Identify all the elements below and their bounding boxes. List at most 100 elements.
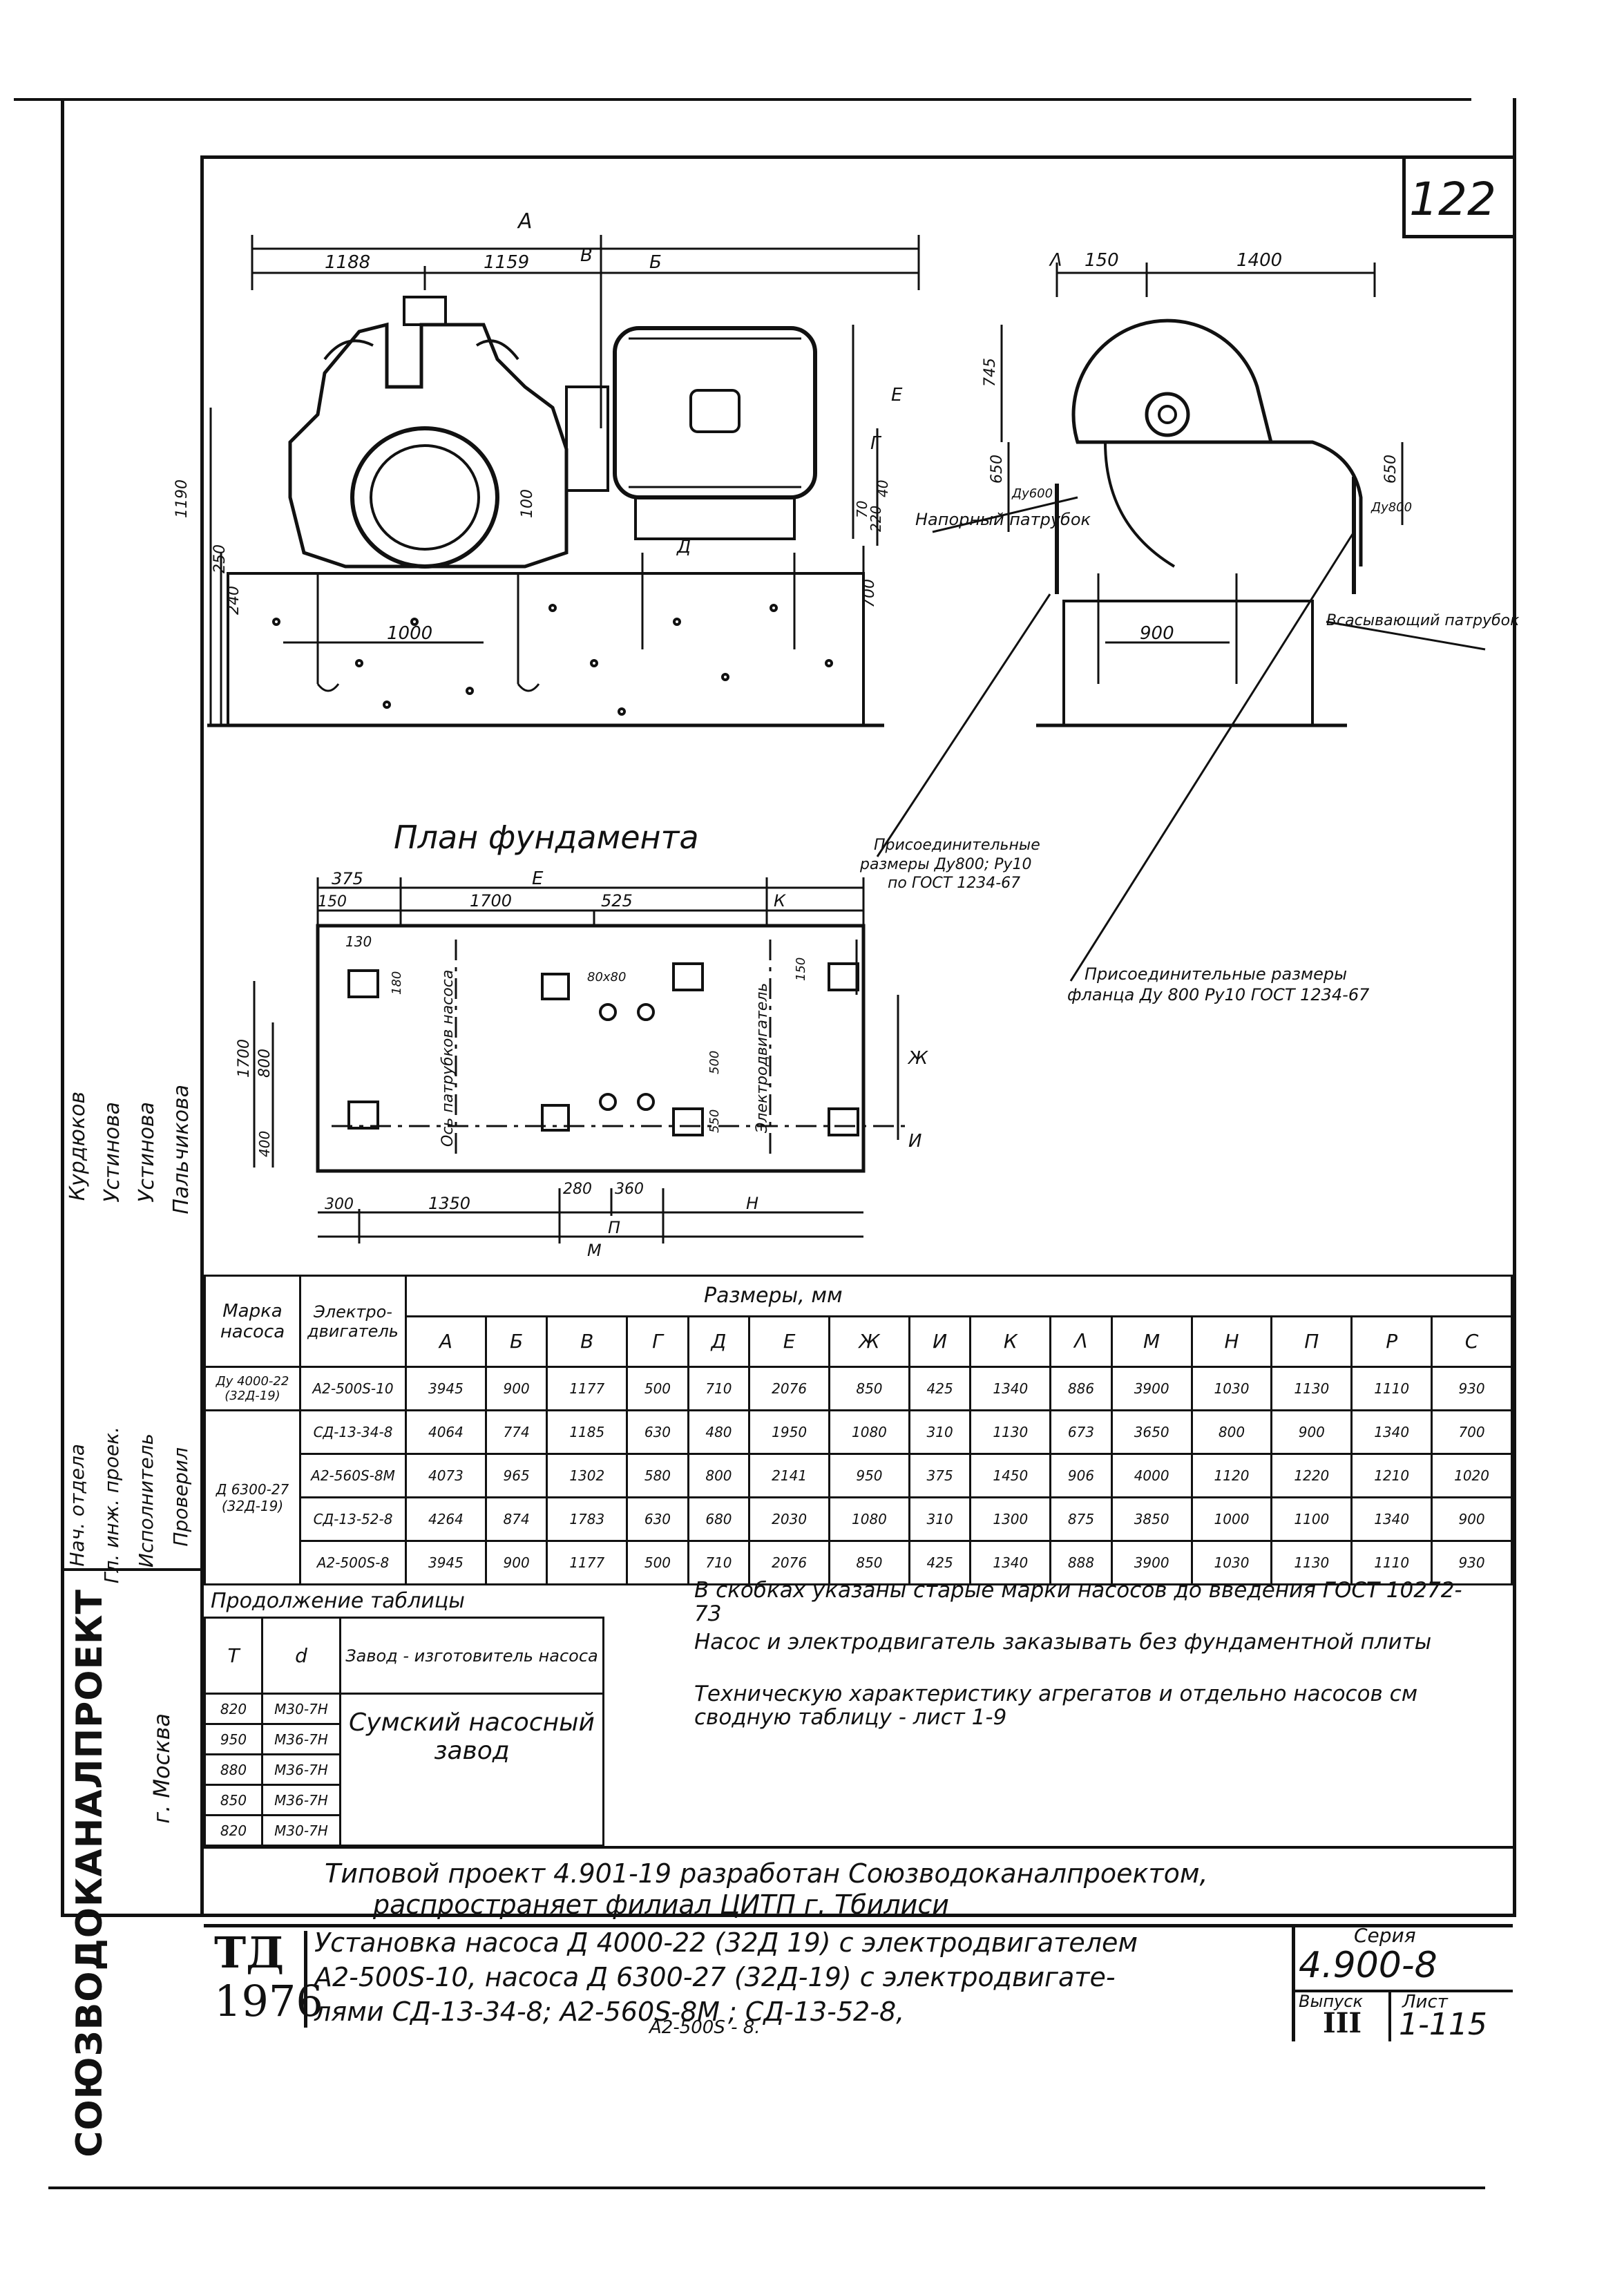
left-frame-line [61,98,64,1915]
bottom-page-line [48,2187,1485,2189]
project-note-line2: распространяет филиал ЦИТП г. Тбилиси [373,1889,949,1920]
dim-1159: 1159 [484,252,529,273]
cell: 850 [204,1784,263,1816]
cell: 820 [204,1693,263,1725]
cell: 4073 [405,1453,487,1499]
cell: 774 [484,1409,548,1456]
series-label: Серия [1354,1924,1416,1947]
pump-axis-label: Ось патрубков насоса [439,970,457,1147]
cell: М30-7Н [261,1693,341,1725]
right-frame-line [1513,98,1516,1915]
cell: 1220 [1270,1453,1353,1499]
name-4: Пальчикова [169,1085,193,1214]
cell: 874 [484,1496,548,1542]
cell: 1130 [969,1409,1052,1456]
cell: 1177 [546,1366,629,1412]
plan-dim-1700v: 1700 [236,1039,253,1078]
cell: 710 [687,1366,751,1412]
col-d: d [261,1617,341,1695]
dim-a: A [517,209,533,234]
cell: 480 [687,1409,751,1456]
letter-i: И [908,1315,972,1369]
cell: 1340 [969,1366,1052,1412]
plan-dim-400: 400 [256,1131,273,1157]
col-motor-header: Электро-двигатель [299,1274,407,1369]
cell: 800 [687,1453,751,1499]
cell: 1210 [1350,1453,1433,1499]
dim-650-a: 650 [988,455,1006,484]
project-note-line1: Типовой проект 4.901-19 разработан Союзв… [325,1858,1208,1889]
motor-cell: СД-13-34-8 [299,1409,407,1456]
year: 1976 [214,1976,323,2026]
cell: 1340 [969,1540,1052,1585]
col-pump-header: Марка насоса [204,1274,301,1369]
dim-40: 40 [875,480,891,497]
plan-dim-n: Н [746,1194,758,1213]
note-2: Насос и электродвигатель заказывать без … [694,1630,1432,1655]
cell: 1340 [1350,1496,1433,1542]
dim-220: 220 [868,506,884,532]
name-3: Устинова [135,1102,159,1203]
dim-g: Г [870,433,882,454]
conn1-line2: размеры Ду800; Ру10 [859,856,1032,873]
plan-dim-525: 525 [601,891,633,911]
series-divider [1292,1990,1513,1992]
sheet-value: 1-115 [1399,2007,1487,2042]
dim-250: 250 [211,544,229,573]
cell: 1302 [546,1453,629,1499]
cell: 3900 [1110,1540,1193,1585]
city: г. Москва [149,1713,175,1824]
table-row: 950 М36-7Н [204,1723,604,1755]
plan-dim-80x80: 80х80 [587,970,626,984]
conn2-line1: Присоединительные размеры [1085,964,1347,984]
dim-du800: Ду800 [1370,500,1412,515]
cell: 875 [1049,1496,1113,1542]
cell: 1130 [1270,1540,1353,1585]
role-3: Исполнитель [135,1433,157,1568]
cell: 4064 [405,1409,487,1456]
cell: М36-7Н [261,1753,341,1786]
letter-e: Е [748,1315,831,1369]
role-2: Гл. инж. проек. [100,1427,123,1584]
letter-m: М [1110,1315,1193,1369]
continuation-table: Т d Завод - изготовитель насоса 820 М30-… [204,1617,604,1847]
plan-dim-375: 375 [332,869,363,888]
dim-b: Б [649,252,662,273]
letter-zh: Ж [828,1315,910,1369]
title-line2: А2-500S-10, насоса Д 6300-27 (32Д-19) с … [314,1962,1116,1992]
cell: 580 [626,1453,689,1499]
title-line4: А2-500S - 8. [649,2017,761,2038]
col-maker: Завод - изготовитель насоса [339,1617,604,1695]
dim-1400: 1400 [1236,250,1282,271]
plan-dim-e: Е [532,868,544,889]
dim-240: 240 [225,586,242,615]
cell: 886 [1049,1366,1113,1412]
cell: 375 [908,1453,972,1499]
title-block [204,1924,1513,2024]
series-value: 4.900-8 [1299,1945,1437,1986]
col-t: Т [204,1617,263,1695]
dim-d: Д [676,537,691,558]
plan-dim-zh: Ж [907,1048,928,1069]
pump-group-1: Ду 4000-22 (32Д-19) [204,1366,301,1412]
dimensions-table: Марка насоса Электро-двигатель Размеры, … [204,1274,1513,1585]
dim-900: 900 [1140,623,1174,644]
cell: 1120 [1190,1453,1273,1499]
cell: 850 [828,1366,910,1412]
issue-value: III [1323,2007,1362,2039]
table-row: СД-13-52-8 4264 874 1783 630 680 2030 10… [205,1496,1513,1542]
conn1-line1: Присоединительные [874,837,1040,854]
cell: 310 [908,1496,972,1542]
cell: 820 [204,1814,263,1847]
letter-k: К [969,1315,1052,1369]
cell: 930 [1431,1366,1513,1412]
plan-dim-800: 800 [256,1049,274,1078]
dim-745: 745 [982,358,999,387]
cell: 1030 [1190,1540,1273,1585]
sheet-number-box [1402,159,1515,238]
cell: 1130 [1270,1366,1353,1412]
dim-e: Е [891,385,903,406]
plan-dim-500: 500 [707,1051,722,1074]
side-stamp-block [64,1029,203,1914]
cell: 850 [828,1540,910,1585]
